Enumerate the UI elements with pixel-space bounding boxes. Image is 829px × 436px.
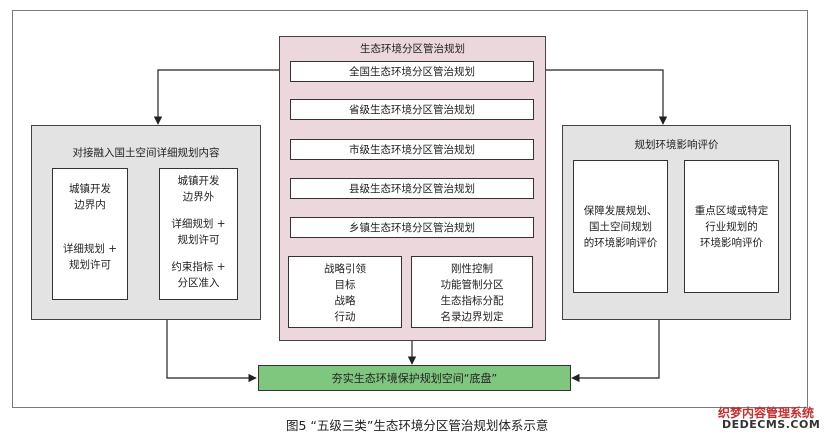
level-municipal: 市级生态环境分区管治规划 — [290, 139, 534, 160]
inside-boundary-box: 城镇开发 边界内 详细规划 + 规划许可 — [52, 168, 128, 300]
arrow-right-to-bottom — [571, 320, 660, 383]
level-national: 全国生态环境分区管治规划 — [290, 61, 534, 82]
outside-line: 规划许可 — [177, 234, 220, 246]
level-provincial: 省级生态环境分区管治规划 — [290, 99, 534, 120]
plan-eia-line: 保障发展规划、 — [583, 205, 658, 217]
inside-line: 城镇开发 — [69, 183, 111, 195]
level-county: 县级生态环境分区管治规划 — [290, 178, 534, 199]
outside-line: 边界外 — [182, 191, 215, 203]
watermark-url: DEDECMS.COM — [722, 418, 821, 431]
strategy-line: 战略 — [334, 295, 356, 307]
sector-eia-line: 重点区域或特定 — [694, 205, 769, 217]
control-line: 名录边界划定 — [440, 311, 504, 323]
control-line: 功能管制分区 — [440, 279, 504, 291]
strategy-line: 行动 — [334, 311, 356, 323]
inside-line: 详细规划 + — [62, 243, 118, 255]
outside-line: 分区准入 — [177, 277, 220, 289]
arrow-to-right-panel — [545, 69, 668, 125]
outer-frame — [12, 10, 808, 408]
control-box: 刚性控制 功能管制分区 生态指标分配 名录边界划定 — [411, 256, 533, 328]
outside-line: 城镇开发 — [177, 175, 220, 187]
level-township: 乡镇生态环境分区管治规划 — [290, 217, 534, 238]
foundation-bar: 夯实生态环境保护规划空间“底盘” — [258, 365, 571, 391]
outside-line: 约束指标 + — [171, 261, 226, 273]
watermark-text: 织梦内容管理系统 — [718, 406, 815, 420]
plan-eia-line: 的环境影响评价 — [583, 237, 658, 249]
arrow-to-left-panel — [153, 69, 280, 125]
outside-boundary-box: 城镇开发 边界外 详细规划 + 规划许可 约束指标 + 分区准入 — [159, 168, 238, 300]
outside-line: 详细规划 + — [171, 218, 226, 230]
plan-eia-box: 保障发展规划、 国土空间规划 的环境影响评价 — [573, 160, 668, 293]
sector-eia-line: 环境影响评价 — [700, 237, 763, 249]
sector-eia-line: 行业规划的 — [705, 221, 758, 233]
arrow-left-to-bottom — [166, 320, 257, 383]
sector-eia-box: 重点区域或特定 行业规划的 环境影响评价 — [684, 160, 779, 293]
right-title: 规划环境影响评价 — [634, 139, 719, 151]
strategy-box: 战略引领 目标 战略 行动 — [288, 256, 402, 328]
figure-caption: 图5 “五级三类”生态环境分区管治规划体系示意 — [286, 418, 549, 433]
left-title: 对接融入国土空间详细规划内容 — [72, 147, 220, 159]
inside-line: 边界内 — [74, 199, 106, 211]
center-title: 生态环境分区管治规划 — [360, 43, 465, 55]
strategy-line: 目标 — [334, 279, 356, 291]
control-line: 刚性控制 — [451, 263, 493, 275]
strategy-line: 战略引领 — [324, 263, 366, 275]
control-line: 生态指标分配 — [440, 295, 504, 307]
inside-line: 规划许可 — [69, 259, 111, 271]
plan-eia-line: 国土空间规划 — [589, 221, 652, 233]
